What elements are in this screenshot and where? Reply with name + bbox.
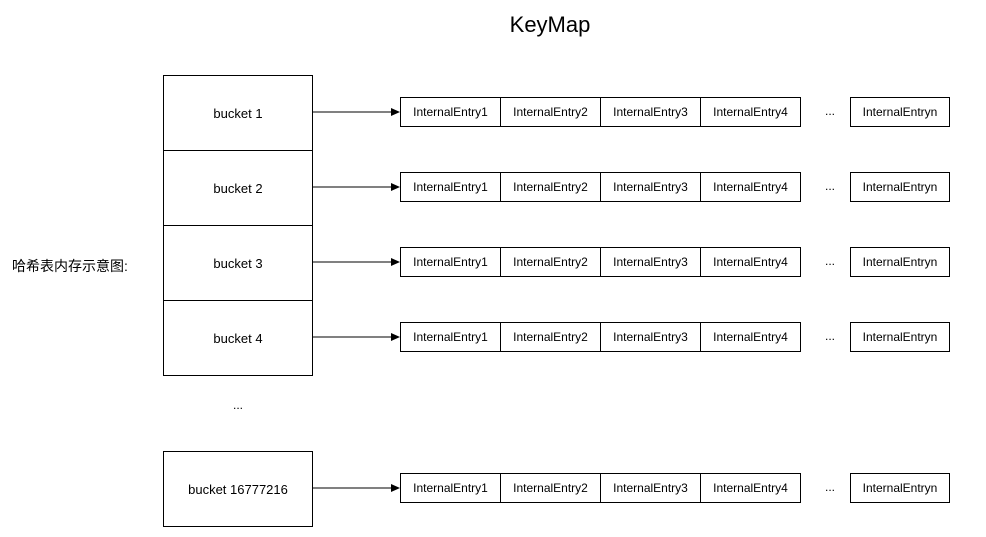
last-entry-box: InternalEntryn [850, 247, 950, 277]
entry-box: InternalEntry2 [500, 322, 601, 352]
last-entry-box: InternalEntryn [850, 172, 950, 202]
entry-box: InternalEntry4 [700, 97, 801, 127]
bucket-box: bucket 3 [163, 225, 313, 301]
bucket-box: bucket 16777216 [163, 451, 313, 527]
entry-box: InternalEntry3 [600, 473, 701, 503]
arrow-head [391, 108, 400, 116]
entry-box: InternalEntry1 [400, 247, 501, 277]
last-entry-box: InternalEntryn [850, 473, 950, 503]
entries-ellipsis: ... [824, 480, 835, 494]
bucket-box: bucket 2 [163, 150, 313, 226]
arrow-head [391, 484, 400, 492]
entry-box: InternalEntry1 [400, 172, 501, 202]
entry-box: InternalEntry3 [600, 247, 701, 277]
arrow-head [391, 333, 400, 341]
entry-box: InternalEntry4 [700, 322, 801, 352]
buckets-ellipsis: ... [232, 398, 243, 412]
arrow-head [391, 258, 400, 266]
last-entry-box: InternalEntryn [850, 97, 950, 127]
entry-box: InternalEntry4 [700, 247, 801, 277]
entry-box: InternalEntry3 [600, 97, 701, 127]
entry-box: InternalEntry2 [500, 247, 601, 277]
entries-ellipsis: ... [824, 329, 835, 343]
bucket-label: bucket 1 [213, 105, 263, 121]
entry-box: InternalEntry3 [600, 172, 701, 202]
entries-ellipsis: ... [824, 254, 835, 268]
entry-box: InternalEntry2 [500, 172, 601, 202]
entry-box: InternalEntry3 [600, 322, 701, 352]
entry-box: InternalEntry1 [400, 322, 501, 352]
entries-ellipsis: ... [824, 179, 835, 193]
entry-box: InternalEntry1 [400, 473, 501, 503]
bucket-label: bucket 3 [213, 255, 263, 271]
side-label: 哈希表内存示意图: [12, 258, 128, 274]
diagram-title: KeyMap [509, 12, 591, 37]
last-entry-box: InternalEntryn [850, 322, 950, 352]
entry-box: InternalEntry2 [500, 97, 601, 127]
bucket-box: bucket 1 [163, 75, 313, 151]
arrow-head [391, 183, 400, 191]
entry-box: InternalEntry4 [700, 473, 801, 503]
bucket-label: bucket 16777216 [188, 481, 288, 497]
entry-box: InternalEntry1 [400, 97, 501, 127]
entries-ellipsis: ... [824, 104, 835, 118]
bucket-label: bucket 2 [213, 180, 263, 196]
bucket-label: bucket 4 [213, 330, 263, 346]
entry-box: InternalEntry4 [700, 172, 801, 202]
bucket-box: bucket 4 [163, 300, 313, 376]
entry-box: InternalEntry2 [500, 473, 601, 503]
